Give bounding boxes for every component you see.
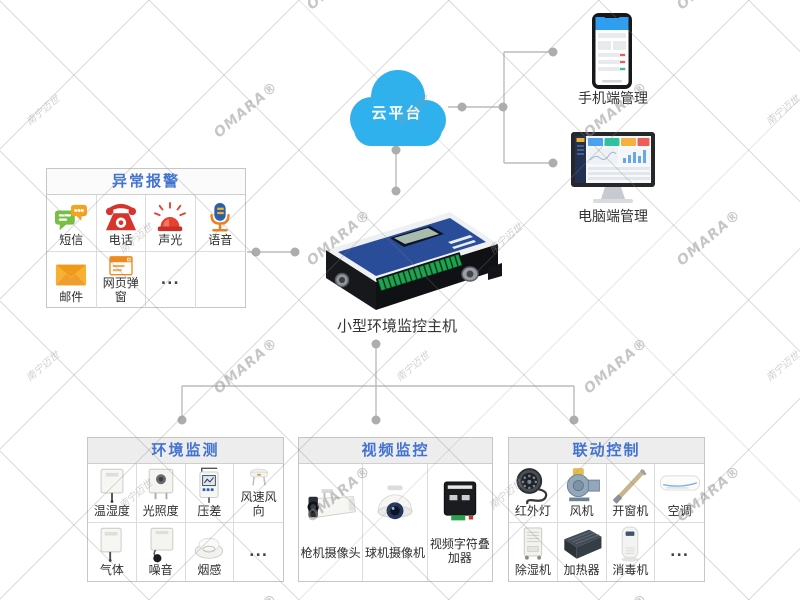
control-item-label: 风机 bbox=[569, 504, 594, 519]
control-item-heater: 加热器 bbox=[558, 523, 607, 581]
alarm-grid: 短信 电话 bbox=[47, 195, 245, 308]
alarm-item-siren: 声光 bbox=[146, 195, 196, 252]
wind-sensor-icon bbox=[249, 468, 268, 486]
noise-sensor-icon bbox=[150, 527, 173, 563]
env-box-title: 环境监测 bbox=[88, 438, 283, 464]
voice-icon bbox=[210, 203, 230, 232]
gas-sensor-icon bbox=[100, 527, 122, 562]
env-item-label: 气体 bbox=[99, 563, 124, 578]
env-item-noise: 噪音 bbox=[137, 523, 186, 581]
env-item-pressure: 压差 bbox=[185, 464, 235, 523]
env-item-illuminance: 光照度 bbox=[136, 464, 186, 523]
env-item-label: 烟感 bbox=[197, 563, 222, 578]
air-conditioner-icon bbox=[659, 475, 700, 491]
infrared-lamp-icon bbox=[516, 468, 548, 505]
alarm-item-label: 网页弹窗 bbox=[102, 276, 139, 305]
alarm-box-title: 异常报警 bbox=[47, 169, 245, 195]
env-item-label: 光照度 bbox=[142, 504, 179, 519]
cloud-platform-node: 云平台 bbox=[342, 62, 452, 152]
video-item-bullet-camera: 枪机摄像头 bbox=[299, 464, 364, 581]
control-more: ... bbox=[670, 543, 690, 560]
siren-icon bbox=[154, 202, 187, 232]
env-item-gas: 气体 bbox=[88, 523, 137, 581]
alarm-item-mail: 邮件 bbox=[47, 252, 97, 308]
cloud-label: 云平台 bbox=[371, 104, 423, 122]
alarm-item-label: 声光 bbox=[158, 233, 183, 248]
control-item-label: 开窗机 bbox=[612, 504, 649, 519]
sms-icon bbox=[55, 205, 88, 231]
smoke-detector-icon bbox=[195, 537, 224, 559]
host-device-image bbox=[326, 212, 502, 310]
control-item-dehumidifier: 除湿机 bbox=[509, 523, 558, 581]
env-item-wind: 风速风向 bbox=[234, 464, 283, 523]
pc-label: 电脑端管理 bbox=[578, 209, 648, 225]
control-item-label: 加热器 bbox=[563, 563, 600, 578]
env-item-label: 压差 bbox=[197, 504, 222, 519]
control-item-disinfector: 消毒机 bbox=[607, 523, 656, 581]
video-item-dome-camera: 球机摄像机 bbox=[363, 464, 428, 581]
video-item-label: 枪机摄像头 bbox=[300, 546, 361, 561]
heater-icon bbox=[563, 529, 602, 559]
alarm-item-label: 语音 bbox=[208, 233, 233, 248]
mail-icon bbox=[56, 264, 87, 286]
alarm-item-label: 电话 bbox=[108, 233, 133, 248]
alarm-item-web-popup: 网页弹窗 bbox=[97, 252, 146, 308]
dome-camera-icon bbox=[377, 485, 413, 519]
telephone-icon bbox=[105, 204, 136, 231]
temp-humidity-sensor-icon bbox=[100, 468, 124, 503]
alarm-empty-cell bbox=[196, 252, 246, 308]
control-item-fan: 风机 bbox=[557, 464, 607, 523]
web-popup-icon bbox=[109, 256, 133, 276]
video-item-label: 视频字符叠加器 bbox=[429, 537, 490, 566]
alarm-item-label: 短信 bbox=[59, 233, 84, 248]
alarm-item-telephone: 电话 bbox=[96, 195, 146, 252]
alarm-more: ... bbox=[146, 252, 196, 308]
control-item-label: 消毒机 bbox=[612, 563, 649, 578]
control-item-infrared-lamp: 红外灯 bbox=[509, 464, 558, 523]
video-item-label: 球机摄像机 bbox=[364, 546, 425, 561]
disinfector-icon bbox=[621, 526, 640, 562]
illuminance-sensor-icon bbox=[148, 468, 173, 500]
video-overlay-device-icon bbox=[443, 481, 477, 521]
monitor-icon bbox=[571, 132, 655, 203]
env-box: 环境监测 温湿度 光照度 bbox=[87, 437, 284, 582]
video-box: 视频监控 枪机摄像头 bbox=[298, 437, 493, 582]
env-item-smoke: 烟感 bbox=[186, 523, 235, 581]
env-item-temp-humidity: 温湿度 bbox=[88, 464, 137, 523]
control-item-label: 红外灯 bbox=[514, 504, 551, 519]
alarm-item-voice: 语音 bbox=[195, 195, 245, 252]
alarm-item-sms: 短信 bbox=[47, 195, 97, 252]
video-grid: 枪机摄像头 球机摄像机 bbox=[299, 464, 492, 581]
control-grid: 红外灯 风机 开窗机 bbox=[509, 464, 704, 581]
mobile-label: 手机端管理 bbox=[578, 91, 648, 107]
pressure-sensor-icon bbox=[199, 467, 219, 503]
host-label: 小型环境监控主机 bbox=[336, 317, 457, 335]
cloud-icon bbox=[350, 70, 446, 146]
smartphone-icon bbox=[592, 13, 632, 89]
control-item-window-opener: 开窗机 bbox=[606, 464, 656, 523]
mobile-node bbox=[588, 12, 636, 96]
control-item-label: 除湿机 bbox=[514, 563, 551, 578]
video-item-overlay-device: 视频字符叠加器 bbox=[428, 464, 492, 581]
dehumidifier-icon bbox=[523, 527, 543, 560]
control-item-label: 空调 bbox=[667, 504, 692, 519]
control-box-title: 联动控制 bbox=[509, 438, 704, 464]
env-item-label: 风速风向 bbox=[240, 490, 277, 519]
fan-icon bbox=[566, 468, 600, 502]
host-device-node bbox=[302, 198, 502, 324]
env-grid: 温湿度 光照度 压差 bbox=[88, 464, 283, 581]
control-box: 联动控制 红外灯 bbox=[508, 437, 705, 582]
env-more: ... bbox=[249, 543, 269, 560]
video-box-title: 视频监控 bbox=[299, 438, 492, 464]
pc-node bbox=[566, 131, 660, 211]
env-item-label: 温湿度 bbox=[93, 504, 130, 519]
alarm-item-label: 邮件 bbox=[59, 290, 84, 305]
env-item-label: 噪音 bbox=[148, 563, 173, 578]
control-item-ac: 空调 bbox=[655, 464, 704, 523]
alarm-box: 异常报警 短信 bbox=[46, 168, 246, 308]
window-opener-icon bbox=[613, 469, 647, 504]
bullet-camera-icon bbox=[307, 488, 356, 518]
